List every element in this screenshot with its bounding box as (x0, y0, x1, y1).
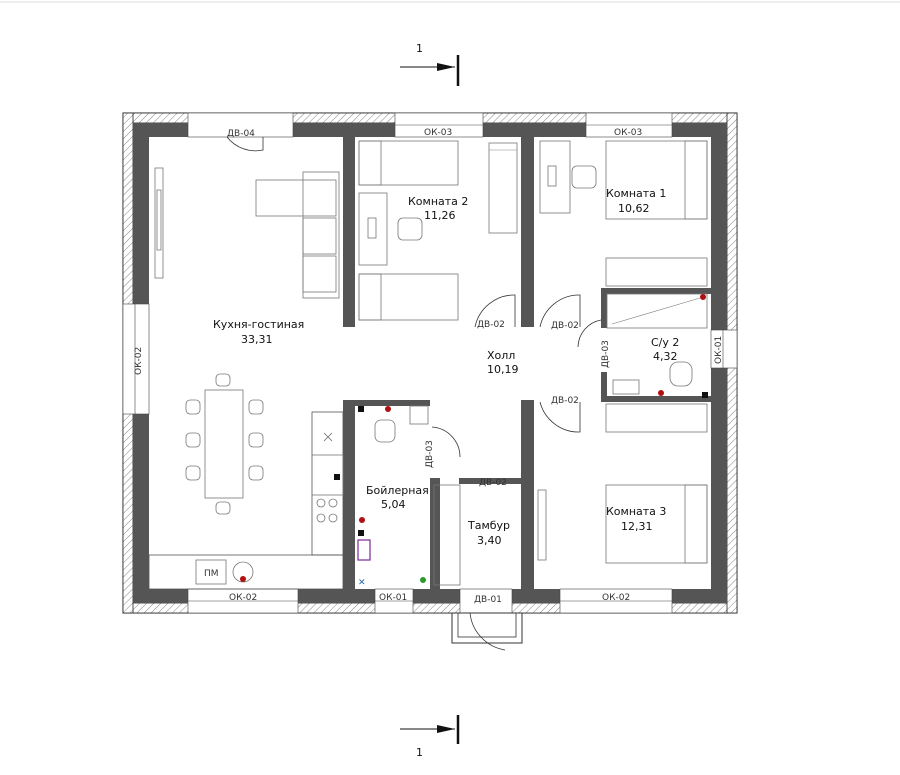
room-name-hall: Холл (487, 349, 515, 362)
tag-dv02-b: ДВ-02 (551, 321, 579, 331)
tag-dv02-a: ДВ-02 (477, 320, 505, 330)
boiler-furniture: ✕ (357, 405, 461, 588)
svg-text:✕: ✕ (358, 578, 366, 588)
tag-dv04: ДВ-04 (227, 129, 255, 139)
room-name-room2: Комната 2 (408, 195, 468, 208)
tag-dv02-c: ДВ-02 (551, 396, 579, 406)
tag-dv03-a: ДВ-03 (601, 340, 611, 368)
section-mark-top: 1 (400, 42, 460, 86)
room-area-room2: 11,26 (424, 209, 456, 222)
opening-tags: ДВ-04 ОК-03 ОК-03 ОК-02 ОК-01 ДВ-01 ОК-0… (134, 128, 724, 605)
tag-ok01-a: ОК-01 (379, 593, 407, 603)
room-area-vestibule: 3,40 (477, 534, 502, 547)
kitchen-furniture: ПМ (154, 167, 344, 585)
tag-ok02-a: ОК-02 (229, 593, 257, 603)
room-name-wc2: С/у 2 (651, 336, 679, 349)
tag-ok02-b: ОК-02 (602, 593, 630, 603)
tag-ok03-a: ОК-03 (424, 128, 452, 138)
tag-ok01-b: ОК-01 (714, 336, 724, 364)
section-mark-bottom: 1 (400, 715, 460, 759)
room1-furniture (539, 140, 708, 287)
tag-dv01: ДВ-01 (474, 595, 502, 605)
interior-walls (148, 137, 711, 590)
room-labels: Кухня-гостиная 33,31 Комната 2 11,26 Ком… (213, 187, 679, 547)
room-area-room1: 10,62 (618, 202, 650, 215)
tag-ok03-b: ОК-03 (614, 128, 642, 138)
room-area-kitchen: 33,31 (241, 333, 273, 346)
room-name-vestibule: Тамбур (467, 519, 510, 532)
room-name-kitchen: Кухня-гостиная (213, 318, 304, 331)
room-name-room3: Комната 3 (606, 505, 666, 518)
section-number-top: 1 (416, 42, 423, 55)
door-swings (226, 136, 602, 651)
tag-dv03-b: ДВ-03 (425, 440, 435, 468)
tag-ok02-c: ОК-02 (134, 347, 144, 375)
wall-openings (122, 112, 738, 614)
room-name-room1: Комната 1 (606, 187, 666, 200)
section-number-bottom: 1 (416, 746, 423, 759)
room-area-boiler: 5,04 (381, 498, 406, 511)
tag-dv02-d: ДВ-02 (479, 478, 507, 488)
entrance-step (451, 612, 523, 644)
room-area-hall: 10,19 (487, 363, 519, 376)
room2-furniture (358, 140, 518, 321)
pm-label: ПМ (204, 569, 219, 579)
room-name-boiler: Бойлерная (366, 484, 429, 497)
room-area-wc2: 4,32 (653, 350, 678, 363)
room3-furniture (537, 403, 708, 564)
room-area-room3: 12,31 (621, 520, 653, 533)
wc-furniture (606, 293, 708, 398)
